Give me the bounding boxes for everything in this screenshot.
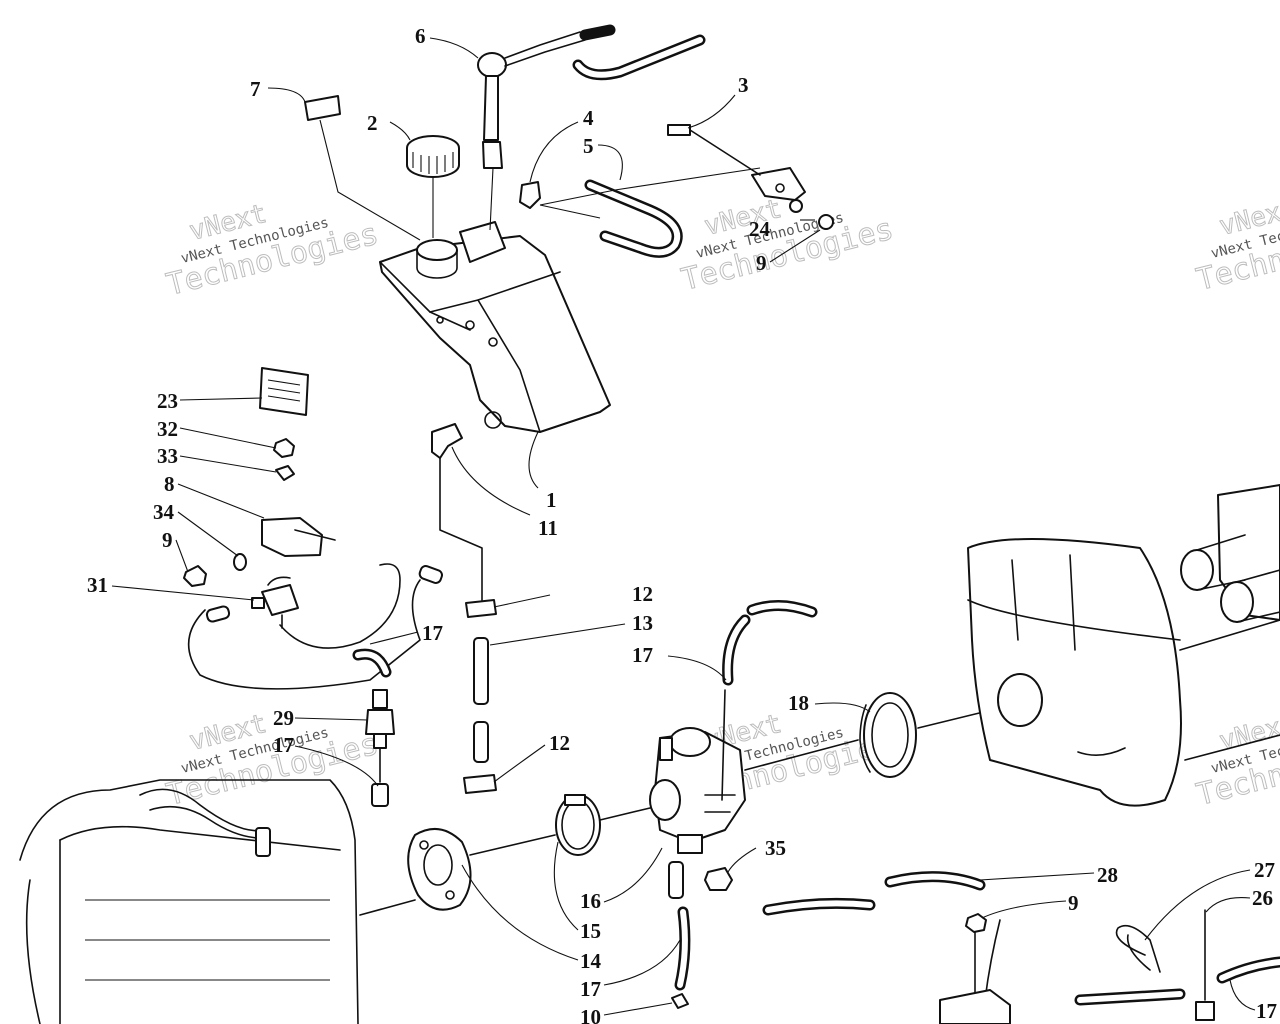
washer xyxy=(275,465,295,481)
spring-clamp xyxy=(1115,924,1161,973)
fuel-pump xyxy=(939,989,1011,1024)
callout-2: 2 xyxy=(367,111,378,135)
tank-cap xyxy=(406,135,460,178)
valve-bracket xyxy=(261,517,323,557)
hose-clamp xyxy=(465,599,497,618)
airbox xyxy=(967,538,1280,807)
nut xyxy=(818,214,834,230)
short-hose xyxy=(418,565,443,584)
callout-17: 17 xyxy=(580,977,601,1001)
callout-15: 15 xyxy=(580,919,601,943)
vent-hose xyxy=(572,24,706,258)
callout-11: 11 xyxy=(538,516,558,540)
fuel-hose xyxy=(668,861,684,899)
callout-13: 13 xyxy=(632,611,653,635)
callout-18: 18 xyxy=(788,691,809,715)
callout-12: 12 xyxy=(632,582,653,606)
hose-nut xyxy=(704,867,733,891)
elbow-fitting xyxy=(519,181,541,209)
callout-32: 32 xyxy=(157,417,178,441)
fuel-hose xyxy=(473,721,489,763)
hose-clamp xyxy=(463,774,497,794)
washer xyxy=(789,199,803,213)
callout-17: 17 xyxy=(422,621,443,645)
sight-window xyxy=(259,367,309,416)
decal xyxy=(304,95,341,121)
callout-3: 3 xyxy=(738,73,749,97)
callout-16: 16 xyxy=(580,889,601,913)
callout-5: 5 xyxy=(583,134,594,158)
callout-9: 9 xyxy=(162,528,173,552)
nut xyxy=(183,565,207,587)
engine xyxy=(19,779,359,1024)
shut-off-valve xyxy=(251,576,299,629)
callout-labels: 1 2 3 4 5 6 7 8 9 9 9 10 11 12 12 13 14 … xyxy=(87,24,1277,1024)
callout-4: 4 xyxy=(583,106,594,130)
callout-28: 28 xyxy=(1097,863,1118,887)
callout-10: 10 xyxy=(580,1005,601,1024)
intake-boot xyxy=(859,692,917,778)
callout-17: 17 xyxy=(632,643,653,667)
short-hose xyxy=(205,605,231,623)
callout-17: 17 xyxy=(273,733,294,757)
callout-23: 23 xyxy=(157,389,178,413)
hose-fitting xyxy=(671,993,689,1009)
callout-17: 17 xyxy=(1256,999,1277,1023)
check-valve xyxy=(1195,1001,1215,1021)
callout-9: 9 xyxy=(756,251,767,275)
washer xyxy=(233,553,247,571)
nut xyxy=(965,913,987,933)
intake-flange xyxy=(407,827,472,911)
air-silencer xyxy=(1180,484,1280,623)
oil-tank xyxy=(379,221,611,433)
callout-31: 31 xyxy=(87,573,108,597)
clamp-band xyxy=(555,794,601,856)
outlet-fitting xyxy=(431,423,463,459)
callout-34: 34 xyxy=(153,500,175,524)
leader-lines xyxy=(111,37,1256,1016)
callout-7: 7 xyxy=(250,77,261,101)
callout-26: 26 xyxy=(1252,886,1273,910)
callout-29: 29 xyxy=(273,706,294,730)
carburetor xyxy=(649,727,746,854)
nut xyxy=(273,438,295,458)
callout-14: 14 xyxy=(580,949,602,973)
callout-1: 1 xyxy=(546,488,557,512)
callout-6: 6 xyxy=(415,24,426,48)
inline-fuel-filter xyxy=(365,689,395,807)
callout-33: 33 xyxy=(157,444,178,468)
mounting-bracket xyxy=(667,124,806,201)
callout-24: 24 xyxy=(749,217,771,241)
fuel-hose xyxy=(473,637,489,705)
callout-35: 35 xyxy=(765,836,786,860)
level-sensor xyxy=(477,31,586,169)
callout-12: 12 xyxy=(549,731,570,755)
callout-9: 9 xyxy=(1068,891,1079,915)
callout-27: 27 xyxy=(1254,858,1275,882)
callout-8: 8 xyxy=(164,472,175,496)
